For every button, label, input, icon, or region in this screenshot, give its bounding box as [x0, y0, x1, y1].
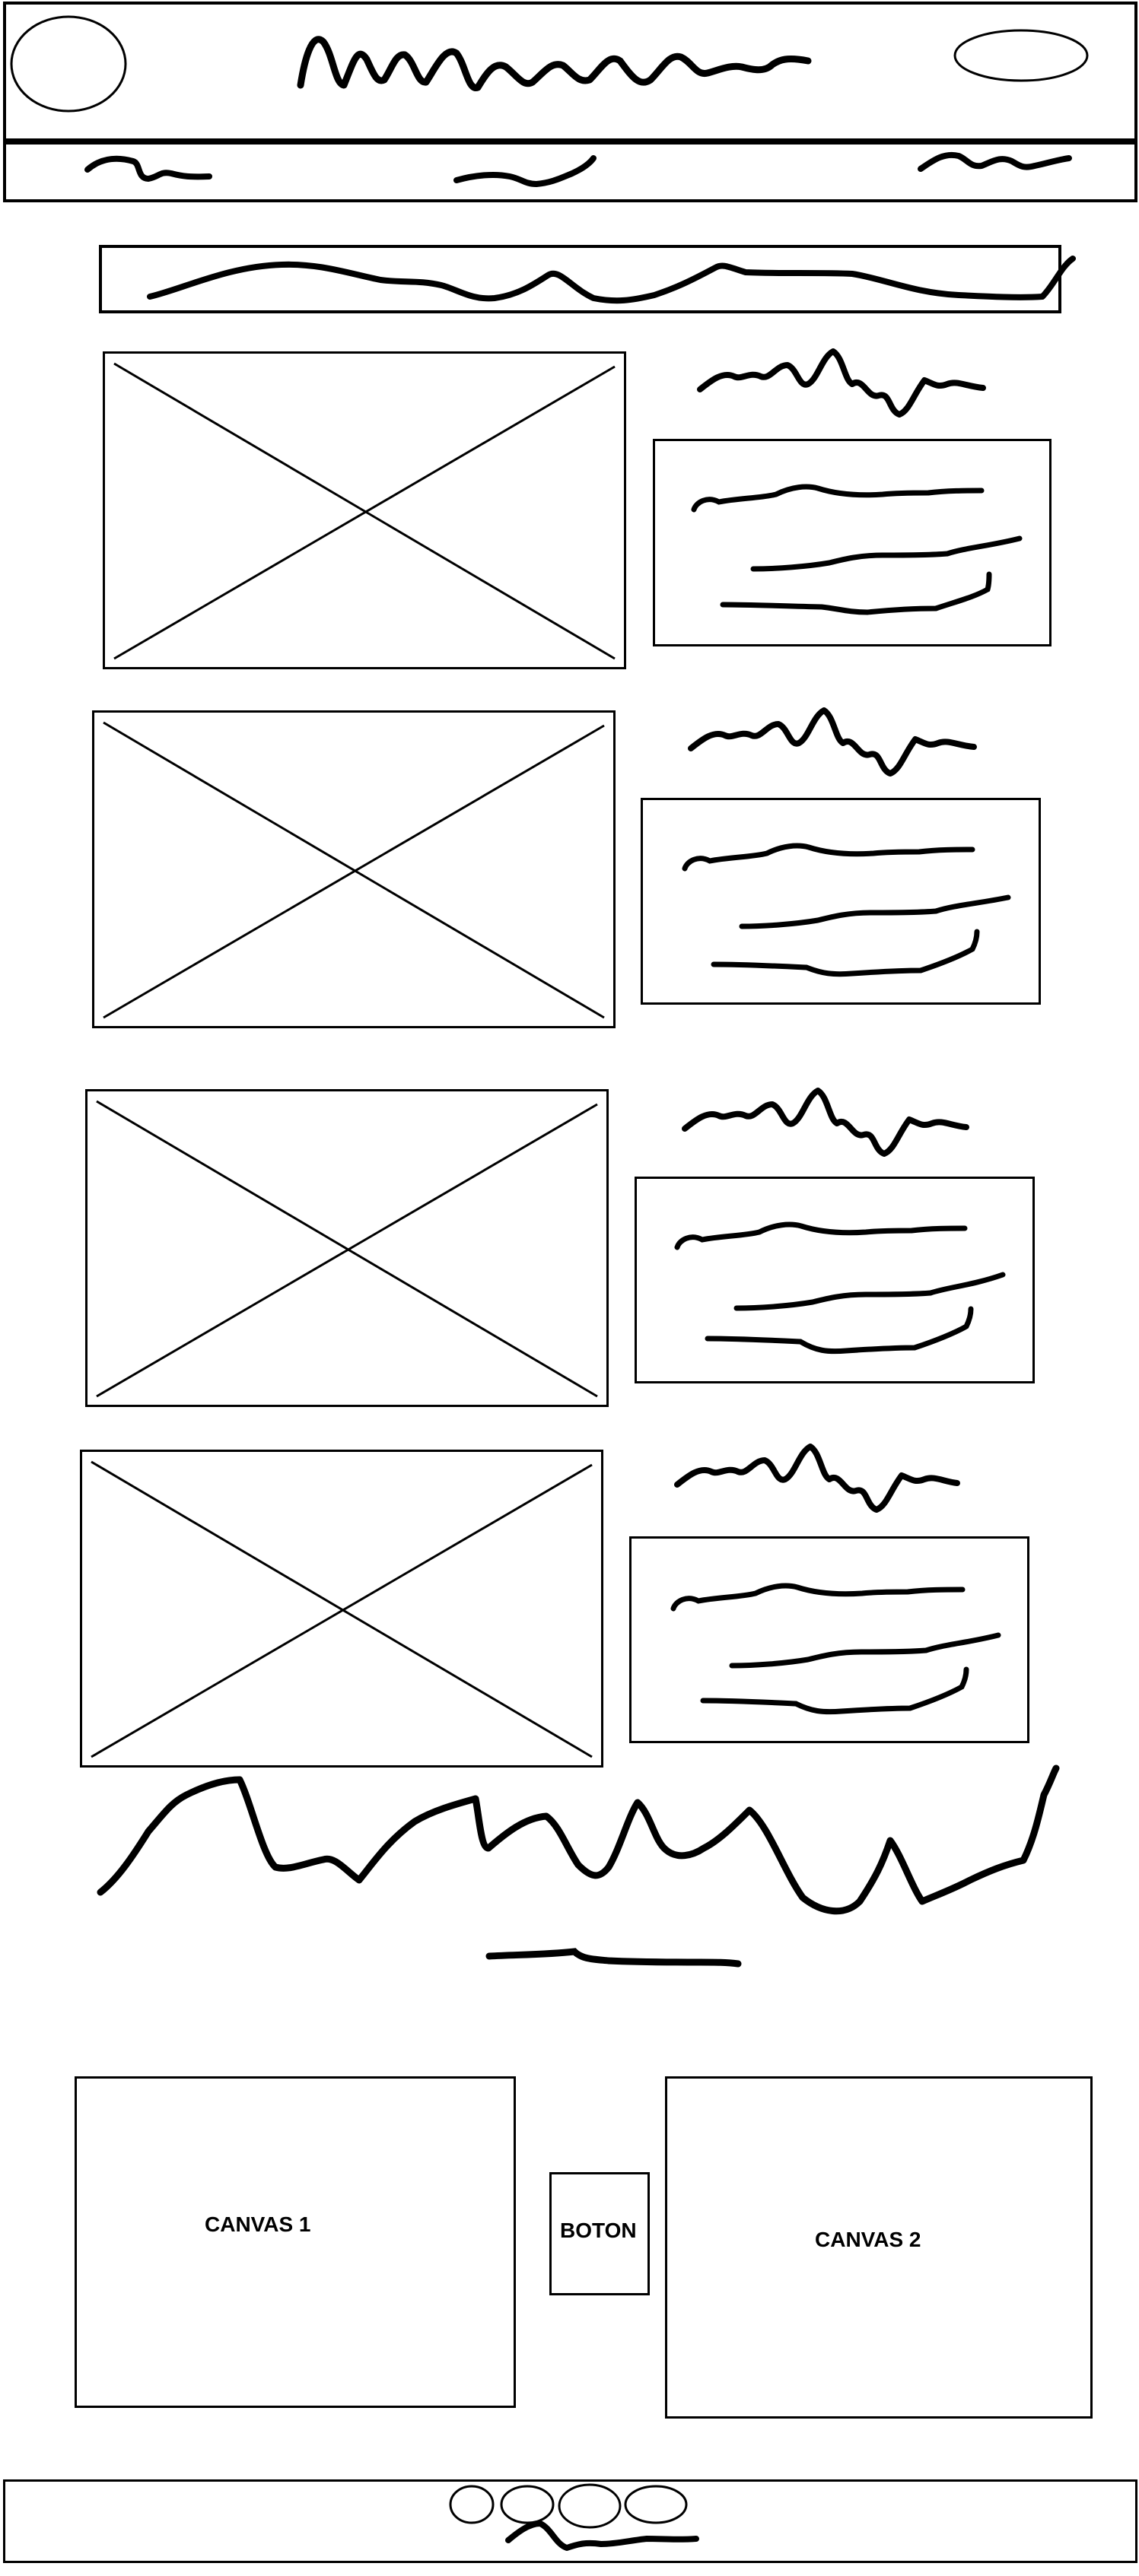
- card-1-text-scribble: [691, 484, 1023, 615]
- header-title-scribble: [297, 36, 812, 91]
- nav-link-1-scribble[interactable]: [0, 0, 1139, 228]
- card-2-text-scribble: [682, 843, 1011, 977]
- image-placeholder-icon: [96, 1100, 598, 1398]
- banner-box[interactable]: [99, 245, 1061, 313]
- boton-button[interactable]: BOTON: [549, 2172, 650, 2295]
- footer-oval-icon[interactable]: [624, 2485, 688, 2524]
- card-4-title-scribble: [674, 1444, 960, 1513]
- image-placeholder-1: [103, 351, 626, 669]
- card-2-title-scribble: [688, 707, 977, 777]
- card-4-text-box: [629, 1536, 1029, 1743]
- section-heading-scribble: [97, 1764, 1060, 1968]
- header-logo-circle-icon[interactable]: [0, 0, 1139, 152]
- canvas-2-label: CANVAS 2: [815, 2228, 921, 2251]
- footer-circle-icon-1[interactable]: [449, 2485, 495, 2524]
- canvas-1-label: CANVAS 1: [205, 2212, 311, 2236]
- card-3-text-scribble: [674, 1221, 1006, 1355]
- image-placeholder-icon: [103, 721, 605, 1019]
- card-3-title-scribble: [682, 1088, 969, 1157]
- footer-circle-icon-2[interactable]: [500, 2485, 555, 2524]
- card-4-text-scribble: [670, 1583, 1001, 1715]
- nav-link-2-scribble[interactable]: [0, 0, 1139, 228]
- canvas-2[interactable]: CANVAS 2: [665, 2076, 1093, 2419]
- boton-label: BOTON: [560, 2219, 637, 2242]
- image-placeholder-icon: [91, 1460, 593, 1758]
- header-user-oval-icon[interactable]: [0, 0, 1139, 152]
- card-1-title-scribble: [697, 348, 986, 418]
- canvas-1[interactable]: CANVAS 1: [75, 2076, 516, 2408]
- nav-link-3-scribble[interactable]: [0, 0, 1139, 228]
- footer-circle-icon-3[interactable]: [558, 2483, 622, 2529]
- image-placeholder-icon: [113, 362, 616, 660]
- banner-text-scribble: [147, 256, 1076, 304]
